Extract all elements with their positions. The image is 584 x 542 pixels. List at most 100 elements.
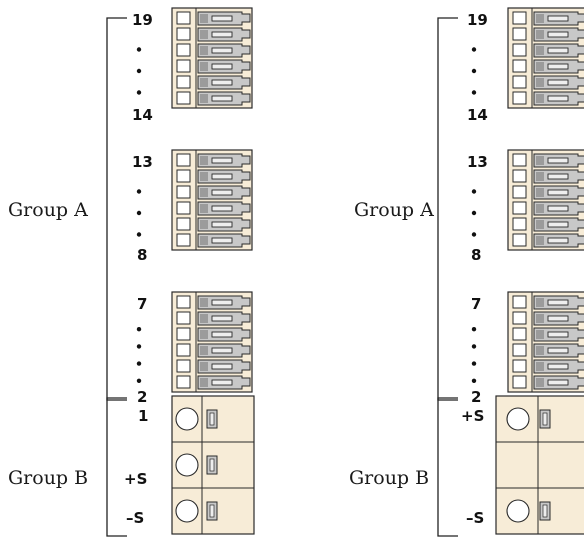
clamp-shade bbox=[536, 14, 544, 23]
wire-entry-square bbox=[512, 327, 527, 341]
wire-entry-square bbox=[512, 75, 527, 89]
clamp-shade bbox=[200, 220, 208, 229]
clamp-shade bbox=[200, 346, 208, 355]
continuation-dot bbox=[471, 361, 477, 366]
spring-clamp-slot bbox=[542, 504, 548, 518]
wire-entry-square bbox=[512, 359, 527, 373]
wire-entry-square bbox=[512, 59, 527, 73]
block-bottom-label: 2 bbox=[471, 388, 481, 406]
wire-entry-square bbox=[176, 27, 191, 41]
clamp-shade bbox=[200, 62, 208, 71]
clamp-slot bbox=[211, 79, 233, 86]
clamp-slot bbox=[547, 379, 569, 386]
clamp-slot bbox=[547, 331, 569, 338]
block-top-label: 7 bbox=[137, 295, 147, 313]
continuation-dot bbox=[136, 344, 142, 349]
clamp-slot bbox=[211, 205, 233, 212]
wire-entry-square bbox=[512, 343, 527, 357]
spring-clamp-slot bbox=[209, 458, 215, 472]
clamp-slot bbox=[547, 95, 569, 102]
clamp-slot bbox=[211, 47, 233, 54]
clamp-slot bbox=[211, 95, 233, 102]
wire-entry-square bbox=[176, 359, 191, 373]
wire-entry-square bbox=[512, 43, 527, 57]
screw-circle bbox=[175, 453, 199, 477]
right-panel: Group A Group B 19 14 13 8 7 2 +S –S bbox=[349, 11, 488, 537]
group-b-label: Group B bbox=[349, 467, 429, 489]
clamp-shade bbox=[200, 14, 208, 23]
clamp-slot bbox=[547, 63, 569, 70]
clamp-slot bbox=[211, 189, 233, 196]
clamp-shade bbox=[200, 30, 208, 39]
wire-entry-square bbox=[512, 11, 527, 25]
continuation-dot bbox=[136, 189, 142, 194]
clamp-slot bbox=[547, 363, 569, 370]
wire-entry-square bbox=[176, 43, 191, 57]
clamp-shade bbox=[536, 46, 544, 55]
clamp-shade bbox=[200, 46, 208, 55]
block-top-label: 13 bbox=[467, 153, 488, 171]
continuation-dot bbox=[136, 361, 142, 366]
clamp-shade bbox=[536, 204, 544, 213]
block-bottom-label: 14 bbox=[467, 106, 488, 124]
group-a-label: Group A bbox=[8, 199, 88, 221]
continuation-dot bbox=[136, 68, 142, 74]
wire-entry-square bbox=[176, 185, 191, 199]
continuation-dot bbox=[136, 327, 142, 332]
screw-circle bbox=[175, 407, 199, 431]
continuation-dot bbox=[471, 68, 477, 74]
clamp-shade bbox=[200, 188, 208, 197]
clamp-shade bbox=[536, 236, 544, 245]
wire-entry-square bbox=[176, 153, 191, 167]
clamp-slot bbox=[211, 157, 233, 164]
group-b-pin-label: 1 bbox=[138, 407, 148, 425]
wire-entry-square bbox=[512, 375, 527, 389]
continuation-dot bbox=[471, 344, 477, 349]
clamp-shade bbox=[200, 236, 208, 245]
clamp-slot bbox=[211, 221, 233, 228]
block-bottom-label: 8 bbox=[471, 246, 481, 264]
continuation-dot bbox=[136, 378, 142, 383]
continuation-dot bbox=[136, 232, 142, 237]
clamp-slot bbox=[211, 299, 233, 306]
group-b-pin-label: +S bbox=[461, 407, 484, 425]
wire-entry-square bbox=[176, 169, 191, 183]
clamp-slot bbox=[211, 315, 233, 322]
terminal-block bbox=[507, 149, 584, 251]
clamp-shade bbox=[536, 172, 544, 181]
continuation-dot bbox=[136, 210, 142, 216]
clamp-shade bbox=[200, 378, 208, 387]
clamp-slot bbox=[211, 31, 233, 38]
clamp-slot bbox=[211, 331, 233, 338]
spring-clamp-slot bbox=[542, 412, 548, 426]
clamp-slot bbox=[547, 173, 569, 180]
terminal-block bbox=[171, 7, 253, 109]
continuation-dot bbox=[471, 232, 477, 237]
continuation-dot bbox=[471, 210, 477, 216]
clamp-shade bbox=[536, 156, 544, 165]
clamp-slot bbox=[547, 221, 569, 228]
clamp-slot bbox=[547, 347, 569, 354]
wire-entry-square bbox=[176, 75, 191, 89]
block-bottom-label: 8 bbox=[137, 246, 147, 264]
clamp-shade bbox=[536, 362, 544, 371]
wire-entry-square bbox=[176, 295, 191, 309]
group-b-pin-label: –S bbox=[126, 509, 144, 527]
wire-entry-square bbox=[176, 343, 191, 357]
clamp-slot bbox=[211, 363, 233, 370]
clamp-slot bbox=[547, 189, 569, 196]
wire-entry-square bbox=[176, 233, 191, 247]
left-panel: Group A Group B 19 14 13 8 7 2 1 +S –S bbox=[8, 11, 153, 537]
clamp-shade bbox=[536, 62, 544, 71]
continuation-dot bbox=[136, 90, 142, 95]
continuation-dot bbox=[471, 189, 477, 194]
group-b-block bbox=[171, 395, 255, 535]
wire-entry-square bbox=[176, 91, 191, 105]
screw-circle bbox=[175, 499, 199, 523]
wire-entry-square bbox=[176, 11, 191, 25]
clamp-slot bbox=[547, 31, 569, 38]
wire-entry-square bbox=[512, 27, 527, 41]
wire-entry-square bbox=[512, 295, 527, 309]
group-b-label: Group B bbox=[8, 467, 88, 489]
clamp-shade bbox=[536, 330, 544, 339]
